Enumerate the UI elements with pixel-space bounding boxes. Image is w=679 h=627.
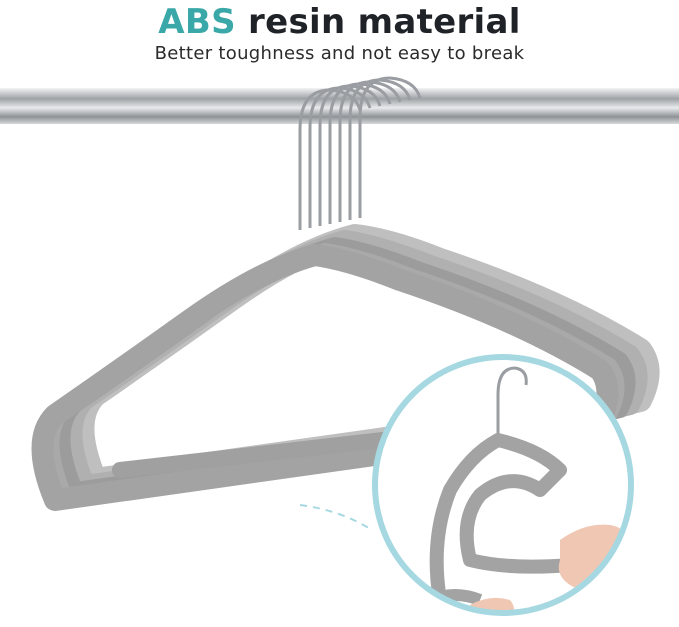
inset-closeup (372, 354, 634, 616)
hanger-hooks (298, 76, 422, 230)
headline: ABS resin material (0, 0, 679, 42)
headline-rest: resin material (235, 2, 521, 42)
dashed-pointer (299, 504, 373, 531)
subheadline: Better toughness and not easy to break (154, 43, 525, 64)
headline-accent: ABS (158, 2, 236, 42)
